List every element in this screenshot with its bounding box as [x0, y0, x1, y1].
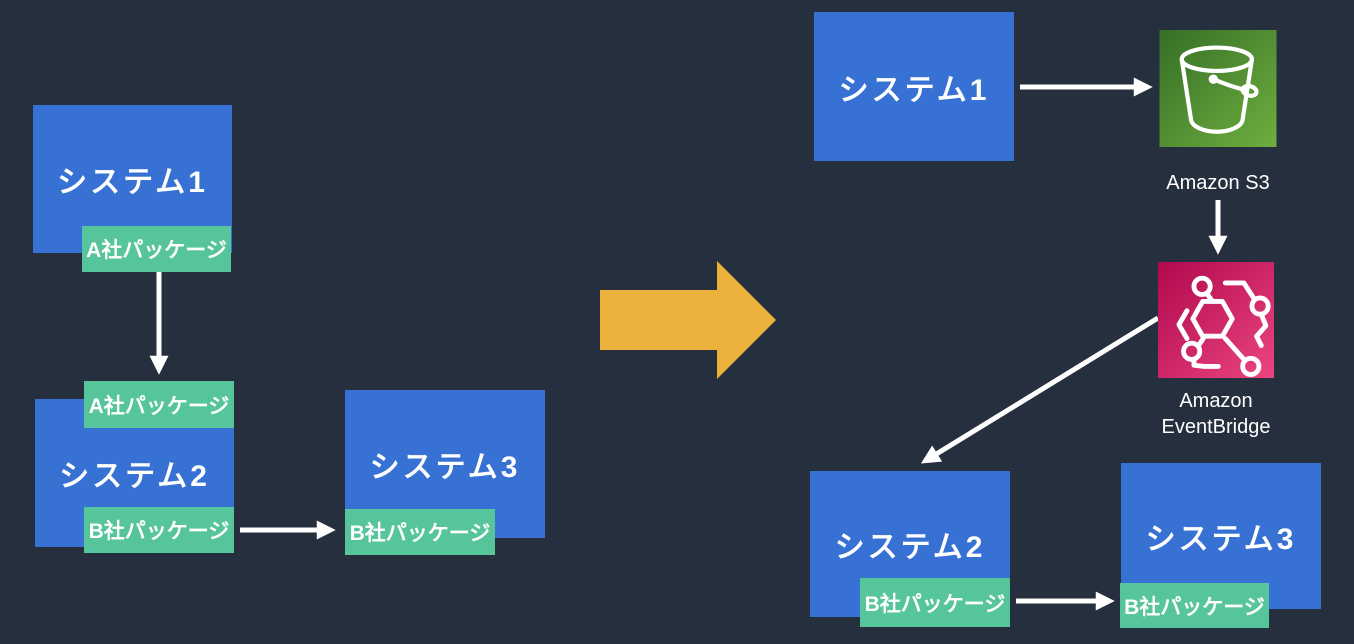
before-system2-package-bottom-label: B社パッケージ	[84, 507, 234, 553]
after-system2-title: システム2	[834, 531, 986, 564]
package-label-text: B社パッケージ	[1124, 595, 1265, 619]
s3-label: Amazon S3	[1166, 172, 1270, 194]
before-system1-box: システム1	[33, 105, 232, 253]
big-transition-arrow	[600, 261, 776, 379]
s3-bucket-icon	[1159, 30, 1277, 147]
before-system3-title: システム3	[369, 451, 521, 484]
eventbridge-icon	[1158, 262, 1274, 378]
before-system3-package-label: B社パッケージ	[345, 509, 495, 555]
before-system2-package-top-label: A社パッケージ	[84, 381, 234, 428]
package-label-text: B社パッケージ	[864, 592, 1006, 616]
eventbridge-label-line1: Amazon	[1179, 390, 1253, 412]
arrow-eventbridge-to-s2	[920, 315, 1160, 464]
package-label-text: B社パッケージ	[349, 522, 491, 545]
after-system1-title: システム1	[838, 73, 990, 107]
before-system2-title: システム2	[59, 460, 210, 493]
after-system1-box: システム1	[814, 12, 1014, 161]
after-system3-title: システム3	[1145, 523, 1297, 556]
package-label-text: B社パッケージ	[88, 520, 230, 543]
eventbridge-label: Amazon EventBridge	[1116, 388, 1316, 440]
package-label-text: A社パッケージ	[88, 394, 230, 418]
before-system1-title: システム1	[57, 166, 208, 199]
before-system1-package-label: A社パッケージ	[82, 226, 231, 272]
after-system2-package-label: B社パッケージ	[860, 578, 1010, 627]
eventbridge-label-line2: EventBridge	[1161, 416, 1271, 438]
package-label-text: A社パッケージ	[86, 239, 227, 262]
after-system3-package-label: B社パッケージ	[1120, 583, 1269, 628]
